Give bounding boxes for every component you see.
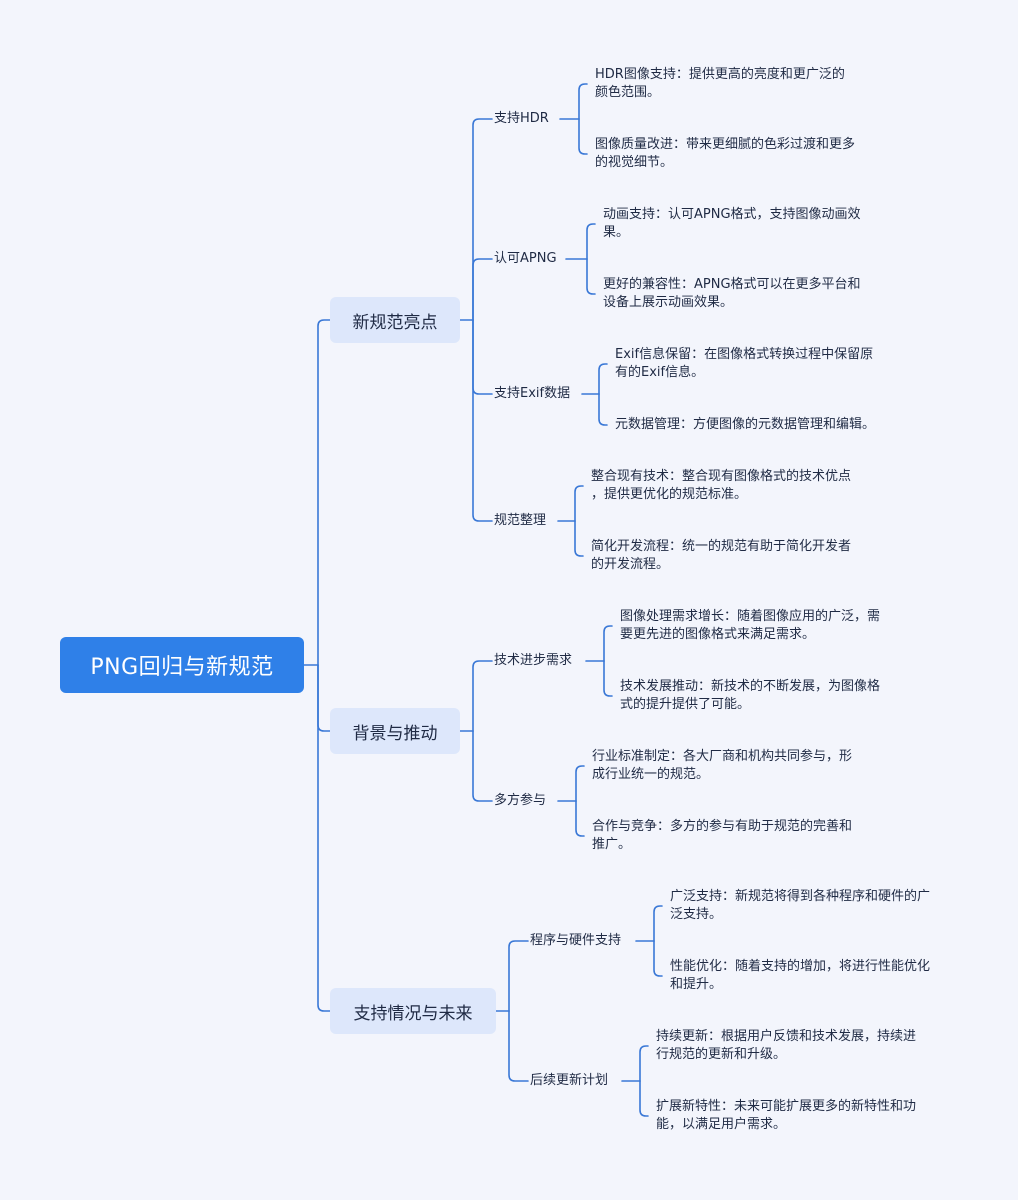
- leaf-text-line: 简化开发流程：统一的规范有助于简化开发者: [591, 539, 852, 554]
- topic-2-2-connector-link-0: [575, 765, 585, 802]
- topic-1-3-connector-link-1: [598, 393, 608, 426]
- leaf-text-line: 合作与竞争：多方的参与有助于规范的完善和: [592, 819, 853, 834]
- leaf-node[interactable]: 更好的兼容性：APNG格式可以在更多平台和设备上展示动画效果。: [603, 276, 861, 312]
- topic-1-1-connector-link-1: [578, 118, 588, 155]
- leaf-text-line: 的开发流程。: [591, 557, 670, 572]
- leaf-text-line: 和提升。: [670, 977, 723, 992]
- topic-node[interactable]: 多方参与: [494, 793, 547, 808]
- topic-3-2-connector-link-0: [639, 1045, 649, 1082]
- leaf-text-line: 元数据管理：方便图像的元数据管理和编辑。: [615, 417, 876, 432]
- leaf-text-line: Exif信息保留：在图像格式转换过程中保留原: [615, 347, 874, 362]
- leaf-node[interactable]: 图像处理需求增长：随着图像应用的广泛，需要更先进的图像格式来满足需求。: [620, 608, 880, 644]
- branch-3-connector-link-0: [508, 940, 529, 1012]
- leaf-text-line: 有的Exif信息。: [615, 365, 705, 380]
- leaf-text-line: 成行业统一的规范。: [592, 767, 710, 782]
- leaf-node[interactable]: 整合现有技术：整合现有图像格式的技术优点 ，提供更优化的规范标准。: [591, 468, 851, 504]
- topic-3-1-connector-link-1: [653, 940, 663, 977]
- leaf-text-line: 扩展新特性：未来可能扩展更多的新特性和功: [656, 1099, 917, 1114]
- branch-2-connector-link-1: [472, 730, 493, 802]
- branch-1-connector-link-2: [472, 319, 493, 395]
- leaf-node[interactable]: 简化开发流程：统一的规范有助于简化开发者的开发流程。: [591, 538, 851, 574]
- topic-1-2-connector-link-0: [586, 223, 596, 260]
- leaf-text-line: 技术发展推动：新技术的不断发展，为图像格: [620, 679, 881, 694]
- leaf-text-line: 式的提升提供了可能。: [620, 697, 751, 712]
- leaf-text-line: HDR图像支持：提供更高的亮度和更广泛的: [595, 67, 845, 82]
- topic-1-2-connector-link-1: [586, 258, 596, 295]
- branch-2-connector-link-0: [472, 660, 493, 732]
- leaf-text-line: 图像质量改进：带来更细腻的色彩过渡和更多: [595, 137, 856, 152]
- leaf-node[interactable]: Exif信息保留：在图像格式转换过程中保留原有的Exif信息。: [615, 346, 873, 382]
- branch-1-connector-link-0: [472, 118, 493, 321]
- topic-3-1-connector-link-0: [653, 905, 663, 942]
- leaf-text-line: 的视觉细节。: [595, 155, 674, 170]
- leaf-node[interactable]: 广泛支持：新规范将得到各种程序和硬件的广泛支持。: [670, 888, 930, 924]
- branch-3-connector-link-1: [508, 1010, 529, 1082]
- leaf-text-line: 持续更新：根据用户反馈和技术发展，持续进: [656, 1029, 917, 1044]
- leaf-text-line: 性能优化：随着支持的增加，将进行性能优化: [670, 959, 931, 974]
- topic-1-4-connector-link-0: [574, 485, 584, 522]
- root-node[interactable]: PNG回归与新规范: [60, 637, 304, 693]
- leaf-node[interactable]: 元数据管理：方便图像的元数据管理和编辑。: [615, 416, 875, 434]
- leaf-text-line: 动画支持：认可APNG格式，支持图像动画效: [603, 207, 861, 222]
- leaf-text-line: 设备上展示动画效果。: [603, 295, 734, 310]
- leaf-text-line: 果。: [603, 225, 630, 240]
- branch-1-connector-link-1: [472, 258, 493, 321]
- leaf-node[interactable]: 图像质量改进：带来更细腻的色彩过渡和更多的视觉细节。: [595, 136, 855, 172]
- leaf-text-line: 能，以满足用户需求。: [656, 1117, 787, 1132]
- topic-2-1-connector-link-0: [603, 625, 613, 662]
- root-connector-link-2: [317, 664, 331, 1012]
- leaf-node[interactable]: 合作与竞争：多方的参与有助于规范的完善和推广。: [592, 818, 852, 854]
- topic-node[interactable]: 技术进步需求: [494, 653, 573, 668]
- leaf-text-line: 泛支持。: [670, 907, 723, 922]
- leaf-text-line: 推广。: [592, 837, 632, 852]
- leaf-node[interactable]: 行业标准制定：各大厂商和机构共同参与，形成行业统一的规范。: [592, 748, 852, 784]
- topic-node[interactable]: 支持HDR: [494, 111, 549, 126]
- leaf-text-line: 图像处理需求增长：随着图像应用的广泛，需: [620, 609, 881, 624]
- leaf-node[interactable]: HDR图像支持：提供更高的亮度和更广泛的颜色范围。: [595, 66, 845, 102]
- topic-1-1-connector-link-0: [578, 83, 588, 120]
- root-connector-link-0: [317, 319, 331, 666]
- leaf-text-line: 颜色范围。: [595, 85, 661, 100]
- leaf-node[interactable]: 技术发展推动：新技术的不断发展，为图像格式的提升提供了可能。: [620, 678, 880, 714]
- leaf-node[interactable]: 性能优化：随着支持的增加，将进行性能优化和提升。: [670, 958, 930, 994]
- topic-node[interactable]: 后续更新计划: [530, 1073, 609, 1088]
- branch-node-2[interactable]: 背景与推动: [330, 708, 460, 754]
- topic-2-2-connector-link-1: [575, 800, 585, 837]
- topic-3-2-connector-link-1: [639, 1080, 649, 1117]
- branch-node-1[interactable]: 新规范亮点: [330, 297, 460, 343]
- leaf-text-line: 行规范的更新和升级。: [656, 1047, 787, 1062]
- leaf-text-line: 行业标准制定：各大厂商和机构共同参与，形: [592, 749, 853, 764]
- leaf-node[interactable]: 扩展新特性：未来可能扩展更多的新特性和功能，以满足用户需求。: [656, 1098, 916, 1134]
- topic-1-3-connector-link-0: [598, 363, 608, 395]
- root-connector-link-1: [317, 664, 331, 732]
- branch-1-connector-link-3: [472, 319, 493, 522]
- leaf-text-line: 整合现有技术：整合现有图像格式的技术优点: [591, 469, 852, 484]
- topic-1-4-connector-link-1: [574, 520, 584, 557]
- topic-2-1-connector-link-1: [603, 660, 613, 697]
- topic-node[interactable]: 支持Exif数据: [494, 386, 571, 401]
- leaf-text-line: ，提供更优化的规范标准。: [591, 487, 748, 502]
- topic-node[interactable]: 程序与硬件支持: [530, 933, 622, 948]
- branch-node-3[interactable]: 支持情况与未来: [330, 988, 496, 1034]
- topic-node[interactable]: 规范整理: [494, 513, 547, 528]
- leaf-node[interactable]: 持续更新：根据用户反馈和技术发展，持续进行规范的更新和升级。: [656, 1028, 916, 1064]
- leaf-text-line: 更好的兼容性：APNG格式可以在更多平台和: [603, 277, 861, 292]
- leaf-node[interactable]: 动画支持：认可APNG格式，支持图像动画效果。: [603, 206, 861, 242]
- topic-node[interactable]: 认可APNG: [494, 251, 557, 266]
- leaf-text-line: 要更先进的图像格式来满足需求。: [620, 627, 816, 642]
- leaf-text-line: 广泛支持：新规范将得到各种程序和硬件的广: [670, 889, 931, 904]
